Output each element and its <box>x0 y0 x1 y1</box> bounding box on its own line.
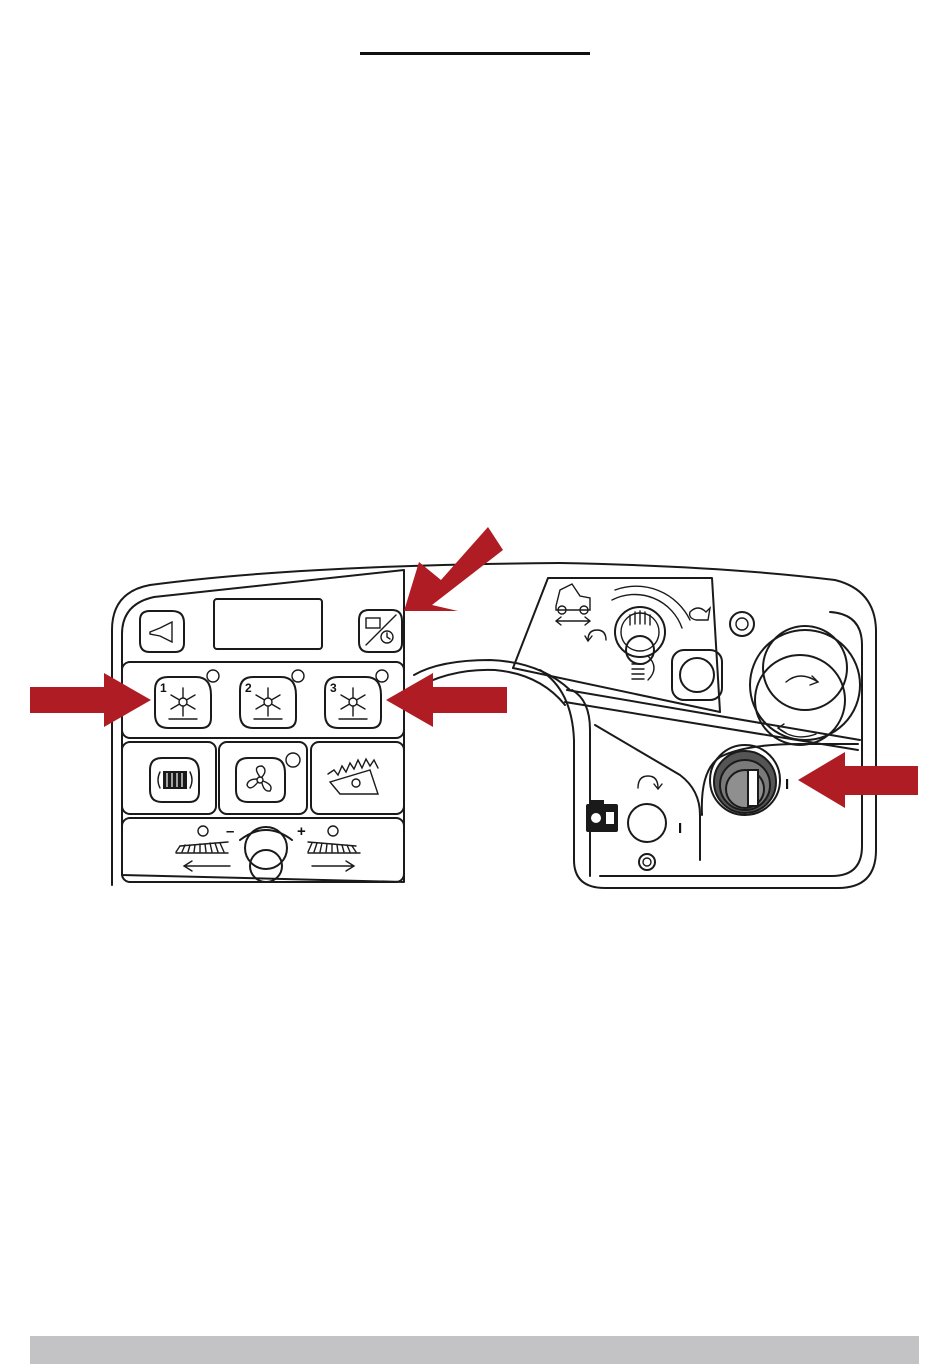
footer-bar <box>30 1336 919 1364</box>
brush-speed-1-label: 1 <box>160 681 167 695</box>
brush-speed-row <box>122 662 404 738</box>
rotate-icon <box>585 630 606 641</box>
engine-start-button[interactable] <box>628 804 666 842</box>
hopper-flap-button[interactable] <box>328 759 378 794</box>
filter-shaker-icon <box>158 771 192 789</box>
speed-fast-icon <box>690 608 710 620</box>
start-rotate-icon <box>638 776 662 789</box>
horn-button[interactable] <box>140 611 184 652</box>
vacuum-fan-icon <box>247 766 271 791</box>
vacuum-fan-button[interactable] <box>236 753 300 802</box>
arrow-right-icon <box>312 861 354 871</box>
engine-lamp <box>639 854 655 870</box>
callout-arrow-brush-1 <box>30 673 151 727</box>
side-brush-right-indicator <box>308 826 360 871</box>
brush-fan-icon <box>339 688 367 719</box>
panel-indicator-lamp <box>730 612 754 636</box>
brush-speed-1-button[interactable]: 1 <box>155 670 219 728</box>
hour-meter-button[interactable] <box>359 610 402 652</box>
rotate-cw-icon <box>786 676 818 685</box>
dashboard-right-housing <box>412 563 876 888</box>
lcd-display <box>214 599 322 649</box>
ignition-key-switch[interactable] <box>710 745 780 815</box>
ignition-on-marker: I <box>785 776 789 793</box>
indicator-led <box>376 670 388 682</box>
filter-shaker-button[interactable] <box>150 758 199 802</box>
emergency-stop-button[interactable] <box>750 626 860 745</box>
drive-speed-knob[interactable] <box>615 607 665 664</box>
hour-meter-icon <box>366 615 396 645</box>
top-display-module <box>214 599 322 649</box>
indicator-led <box>292 670 304 682</box>
dashboard-left-housing <box>112 563 560 885</box>
arrow-left-icon <box>184 861 230 871</box>
side-brush-icon <box>308 842 360 853</box>
horn-icon <box>150 622 172 642</box>
side-brush-left-indicator <box>176 826 230 871</box>
brush-speed-3-button[interactable]: 3 <box>325 670 388 728</box>
side-brush-minus-sign: – <box>226 823 234 840</box>
side-brush-icon <box>176 842 228 853</box>
brush-fan-icon <box>169 688 197 719</box>
engine-start-marker: I <box>678 820 682 837</box>
brush-speed-2-label: 2 <box>245 681 252 695</box>
engine-icon <box>586 800 618 832</box>
hopper-flap-icon <box>328 759 378 794</box>
callout-arrow-hour-meter <box>404 527 503 611</box>
machine-drive-icon <box>556 584 590 625</box>
light-icon <box>632 656 654 680</box>
brush-speed-2-button[interactable]: 2 <box>240 670 304 728</box>
side-brush-pressure-knob[interactable] <box>240 827 292 882</box>
side-brush-plus-sign: + <box>297 823 306 840</box>
light-button[interactable] <box>672 650 722 700</box>
brush-fan-icon <box>254 688 282 719</box>
indicator-led <box>207 670 219 682</box>
engine-start-panel <box>595 725 700 860</box>
drive-selector-panel <box>513 578 860 750</box>
callout-arrow-ignition <box>798 752 918 808</box>
indicator-led <box>286 753 300 767</box>
brush-speed-3-label: 3 <box>330 681 337 695</box>
